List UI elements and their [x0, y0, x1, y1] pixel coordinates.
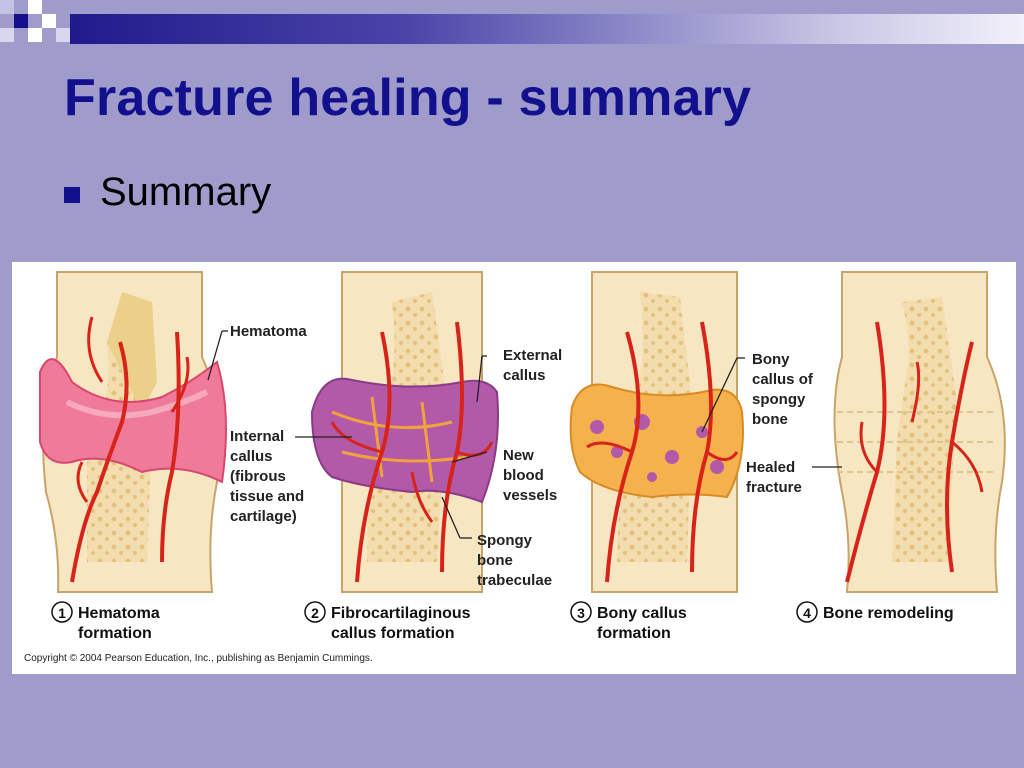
panel-bony-callus: [569, 271, 744, 593]
step-caption-2: 2 Fibrocartilaginous callus formation: [304, 601, 471, 642]
corner-decoration: [0, 0, 70, 42]
svg-text:1: 1: [58, 605, 66, 621]
svg-text:callus formation: callus formation: [331, 625, 455, 642]
label-internal-callus: Internal callus (fibrous tissue and cart…: [230, 428, 308, 525]
svg-text:Hematoma: Hematoma: [78, 605, 160, 622]
step-caption-1: 1 Hematoma formation: [51, 601, 160, 642]
label-spongy-bone-trabeculae: Spongy bone trabeculae: [477, 532, 552, 589]
bullet-square-icon: [64, 187, 80, 203]
label-external-callus: External callus: [503, 347, 566, 384]
step-caption-4: 4 Bone remodeling: [796, 601, 954, 623]
panel-bone-remodeling: [833, 271, 1006, 593]
leader-lines: [207, 330, 842, 539]
label-bony-callus: Bony callus of spongy bone: [752, 351, 817, 428]
panel-fibrocartilaginous-callus: [310, 271, 499, 593]
copyright-notice: Copyright © 2004 Pearson Education, Inc.…: [24, 653, 373, 664]
step-number-circle-icon: [796, 601, 818, 623]
svg-text:Bony callus: Bony callus: [597, 605, 687, 622]
bullet-text: Summary: [100, 170, 272, 214]
svg-text:3: 3: [577, 605, 585, 621]
svg-text:2: 2: [311, 605, 319, 621]
label-healed-fracture: Healed fracture: [746, 459, 802, 496]
svg-text:formation: formation: [597, 625, 671, 642]
label-new-blood-vessels: New blood vessels: [503, 447, 557, 504]
svg-text:Fibrocartilaginous: Fibrocartilaginous: [331, 605, 471, 622]
label-hematoma: Hematoma: [230, 323, 307, 340]
step-caption-3: 3 Bony callus formation: [570, 601, 687, 642]
panel-hematoma: [39, 271, 227, 593]
svg-text:4: 4: [803, 605, 811, 621]
svg-text:formation: formation: [78, 625, 152, 642]
step-number-circle-icon: [51, 601, 73, 623]
svg-text:Bone remodeling: Bone remodeling: [823, 605, 954, 622]
step-number-circle-icon: [304, 601, 326, 623]
slide-title: Fracture healing - summary: [64, 69, 752, 127]
header-band: [70, 14, 1024, 44]
fracture-healing-figure: Hematoma Internal callus (fibrous tissue…: [12, 262, 1016, 674]
step-number-circle-icon: [570, 601, 592, 623]
